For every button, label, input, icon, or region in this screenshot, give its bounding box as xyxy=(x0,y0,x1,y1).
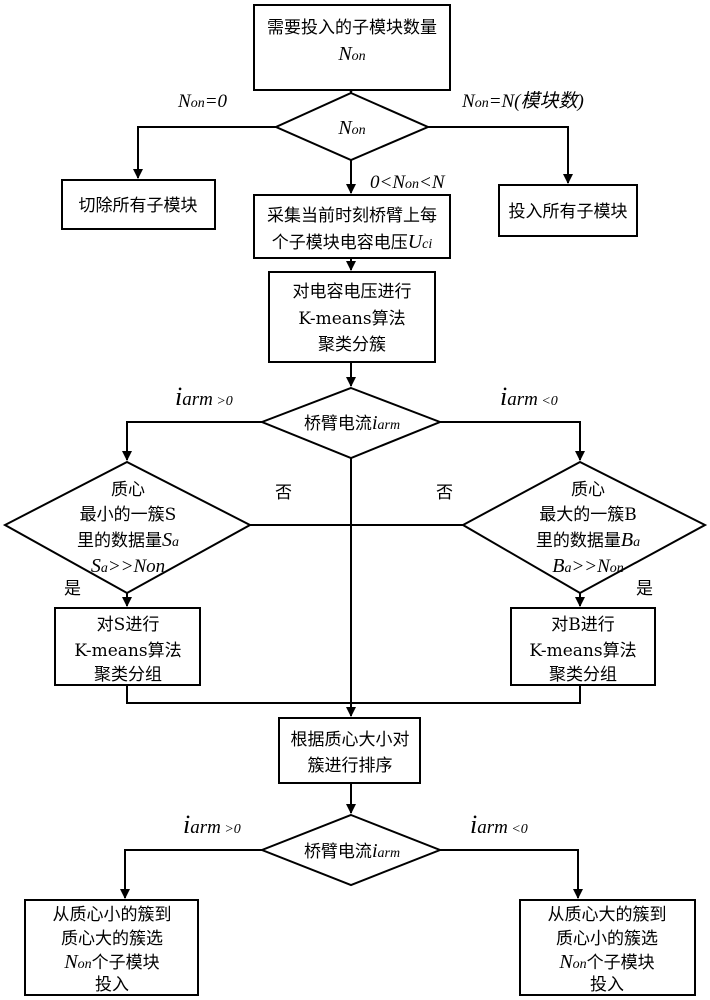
nodes-group-b-line3: 聚类分组 xyxy=(549,665,617,685)
edges-iarm-pos-var: i xyxy=(175,382,182,411)
nodes-select-small-line2: 质心大的簇选 xyxy=(61,929,163,949)
nodes-decision-b-cond-sub: a xyxy=(564,561,571,576)
nodes-decision-b-line1: 质心 xyxy=(571,480,605,500)
edges-iarm-neg-var: i xyxy=(500,382,507,411)
nodes-decision-s-line3: 里的数据量 xyxy=(77,531,162,551)
decision-non-sub: on xyxy=(352,123,366,138)
edges-iarm-neg-rest: <0 xyxy=(538,394,558,409)
edge-label-iarm-pos-1: iarm >0 xyxy=(175,382,233,411)
nodes-decision-iarm2-text: 桥臂电流 xyxy=(304,842,372,862)
edges-iarm-neg-sub: arm xyxy=(507,389,538,410)
edge-label-non-mid: 0<Non<N xyxy=(370,172,446,193)
cluster-line2: K-means算法 xyxy=(298,309,405,329)
nodes-decision-iarm2-sub: arm xyxy=(378,846,401,861)
edge-label-no-right: 否 xyxy=(436,483,453,503)
svg-text:个子模块电容电压Uci: 个子模块电容电压Uci xyxy=(272,231,433,253)
nodes-decision-b-cond-var: B xyxy=(552,555,564,577)
nodes-select-small-line3-rest: 个子模块 xyxy=(92,953,160,973)
start-label: 需要投入的子模块数量 xyxy=(267,18,437,38)
nodes-decision-b-sub: a xyxy=(633,535,640,550)
nodes-decision-s-var: S xyxy=(162,529,172,551)
cut-all-label: 切除所有子模块 xyxy=(79,196,198,216)
edges-iarm-pos-rest: >0 xyxy=(213,394,233,409)
cluster-node: 对电容电压进行 K-means算法 聚类分簇 xyxy=(269,272,435,362)
nodes-select-small-sub: on xyxy=(78,957,92,972)
cluster-line3: 聚类分簇 xyxy=(318,335,386,355)
edges-iarm-neg-sub: arm xyxy=(477,817,508,838)
nodes-decision-s-cond-var: S xyxy=(91,555,101,577)
svg-text:里的数据量Ba: 里的数据量Ba xyxy=(536,529,640,551)
nodes-decision-b-cond-sub2: on xyxy=(610,561,624,576)
edges-iarm-pos-var: i xyxy=(183,810,190,839)
decision-iarm-2: 桥臂电流iarm xyxy=(262,815,440,885)
edges-iarm-pos-sub: arm xyxy=(190,817,221,838)
edges-non-mid-pre: 0< xyxy=(370,172,392,193)
nodes-select-large-line1: 从质心大的簇到 xyxy=(548,905,667,925)
nodes-decision-s-line2: 最小的一簇S xyxy=(80,505,177,525)
insert-all-node: 投入所有子模块 xyxy=(499,185,637,236)
nodes-decision-b-line3: 里的数据量 xyxy=(536,531,621,551)
group-b-node: 对B进行 K-means算法 聚类分组 xyxy=(511,608,655,685)
decision-iarm-1: 桥臂电流iarm xyxy=(262,388,440,458)
nodes-select-large-line4: 投入 xyxy=(590,975,624,995)
edge-label-iarm-neg-1: iarm <0 xyxy=(500,382,558,411)
edges-non-n-sub: on xyxy=(475,96,489,111)
nodes-decision-s-sub: a xyxy=(172,535,179,550)
sample-line2: 个子模块电容电压 xyxy=(272,233,408,253)
edges-non-n-rest: =N(模块数) xyxy=(489,91,584,112)
decision-s: 质心 最小的一簇S 里的数据量Sa Sa>>Non xyxy=(5,462,250,593)
cluster-line1: 对电容电压进行 xyxy=(293,282,412,302)
nodes-decision-b-line2: 最大的一簇B xyxy=(539,505,637,525)
nodes-select-large-line3-rest: 个子模块 xyxy=(587,953,655,973)
nodes-sample-sub: ci xyxy=(422,237,432,252)
nodes-decision-s-line1: 质心 xyxy=(111,480,145,500)
nodes-select-large-line2: 质心小的簇选 xyxy=(556,929,658,949)
edges-non-zero-rest: =0 xyxy=(205,91,228,112)
nodes-group-s-line3: 聚类分组 xyxy=(94,665,162,685)
edge-label-iarm-pos-2: iarm >0 xyxy=(183,810,241,839)
edges-non-mid-rest: <N xyxy=(419,172,446,193)
nodes-select-large-sub: on xyxy=(573,957,587,972)
edge-label-non-n: Non=N(模块数) xyxy=(461,91,584,112)
edges-iarm-pos-sub: arm xyxy=(182,389,213,410)
sample-line1: 采集当前时刻桥臂上每 xyxy=(267,206,437,226)
edges-non-zero-sub: on xyxy=(191,96,205,111)
sample-node: 采集当前时刻桥臂上每 个子模块电容电压Uci xyxy=(254,195,450,258)
nodes-select-small-line1: 从质心小的簇到 xyxy=(53,905,172,925)
nodes-group-b-line2: K-means算法 xyxy=(529,641,636,661)
decision-b: 质心 最大的一簇B 里的数据量Ba Ba>>Non xyxy=(463,462,705,593)
nodes-group-b-line1: 对B进行 xyxy=(551,615,615,635)
edge-label-non-zero: Non=0 xyxy=(177,91,228,112)
edges-iarm-neg-rest: <0 xyxy=(508,822,528,837)
nodes-select-small-line4: 投入 xyxy=(95,975,129,995)
nodes-decision-s-cond-rest: >>Non xyxy=(108,556,165,577)
nodes-decision-s-cond-sub: a xyxy=(101,561,108,576)
edge-label-iarm-neg-2: iarm <0 xyxy=(470,810,528,839)
nodes-group-s-line2: K-means算法 xyxy=(74,641,181,661)
select-large-node: 从质心大的簇到 质心小的簇选 Non个子模块 投入 xyxy=(520,900,695,995)
edges-iarm-pos-rest: >0 xyxy=(221,822,241,837)
edge-label-yes-left: 是 xyxy=(64,579,81,599)
sort-node: 根据质心大小对 簇进行排序 xyxy=(279,718,420,783)
nodes-group-s-line1: 对S进行 xyxy=(97,615,160,635)
select-small-node: 从质心小的簇到 质心大的簇选 Non个子模块 投入 xyxy=(25,900,198,995)
decision-non: Non xyxy=(276,93,428,160)
start-sub: on xyxy=(352,49,366,64)
insert-all-label: 投入所有子模块 xyxy=(509,202,628,222)
start-node: 需要投入的子模块数量 Non xyxy=(254,5,450,90)
group-s-node: 对S进行 K-means算法 聚类分组 xyxy=(55,608,200,685)
svg-text:里的数据量Sa: 里的数据量Sa xyxy=(77,529,179,551)
nodes-decision-b-var: B xyxy=(621,529,633,551)
nodes-decision-iarm1-text: 桥臂电流 xyxy=(304,414,372,434)
nodes-sort-line1: 根据质心大小对 xyxy=(291,730,410,750)
edge-label-yes-right: 是 xyxy=(636,579,653,599)
nodes-decision-b-cond-rest: >>N xyxy=(571,556,611,577)
edges-non-mid-sub: on xyxy=(405,177,419,192)
nodes-decision-iarm1-sub: arm xyxy=(378,418,401,433)
edges-iarm-neg-var: i xyxy=(470,810,477,839)
nodes-sort-line2: 簇进行排序 xyxy=(308,756,393,776)
edge-label-no-left: 否 xyxy=(275,483,292,503)
cut-all-node: 切除所有子模块 xyxy=(62,180,215,229)
